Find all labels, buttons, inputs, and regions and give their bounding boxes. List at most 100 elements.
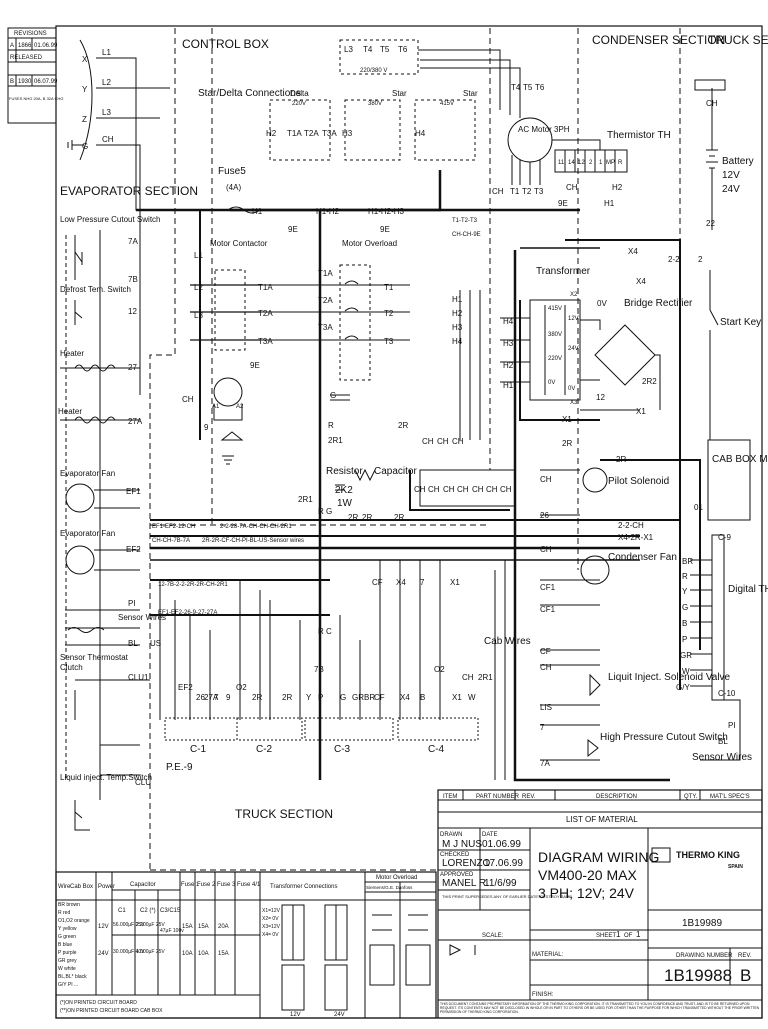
bus-26: 26 [540,511,549,520]
lg-color-8: W white [58,966,76,972]
bus-2r: 2R [398,421,408,430]
tr-415v: 415V [548,306,562,312]
lg-color-7: GR grey [58,958,77,964]
pin-p: P [682,635,687,644]
lg-note-1: (*)ON PRINTED CIRCUIT BOARD [60,1000,137,1006]
lc-27a: 27A [128,417,143,426]
lc-12: 12 [128,307,137,316]
phase-g: G [82,142,88,151]
c1-26: 26 [196,693,205,702]
lg-fuse2: Fuse 2 [197,882,216,888]
lg-fuse1: Fuse 1 [181,882,200,888]
c3-br: BR [364,693,375,702]
c2-2r-a: 2R [252,693,262,702]
lg-color-2: O1,O2 orange [58,918,90,924]
star-volt-1: 380V [368,101,382,107]
sd-t3a: T3A [322,129,337,138]
seven-label: 7 [420,578,425,587]
tb-title-3: 3 PH; 12V; 24V [538,885,635,901]
c3-g: G [340,693,346,702]
lg-fuse3: Fuse 3 [217,882,236,888]
motor-contactor-title: Motor Contactor [210,239,268,248]
lg-color-4: G green [58,934,76,940]
lg-row1-c2: 2.200µF 25V [136,922,165,928]
top-t4: T4 [363,45,373,54]
lc-liquid-inject: Liquid inject. Temp.Switch [60,773,152,782]
tb-list: LIST OF MATERIAL [566,815,638,824]
tb-approved: MANEL R. [442,878,489,889]
c1-27a: 27A [204,693,219,702]
lg-capacitor: Capacitor [130,882,156,888]
bridge-x4: X4 [628,247,638,256]
sd-t1a: T1A [287,129,302,138]
lc-clu1: CLU1 [128,673,149,682]
cab-pl: PI [728,721,736,730]
fuse-rating: (4A) [226,183,241,192]
tb-description: DESCRIPTION [596,794,637,800]
c3-p: P [318,693,323,702]
tr-x1: X1 [636,407,646,416]
th-term-r: R [618,160,623,166]
lg-row2-c1: 30.000µF 40V [113,949,145,955]
tb-drawing-rev: B [740,966,751,985]
bus-h3v: H3 [452,323,463,332]
rc-condenser-fan: Condenser Fan [608,552,677,563]
lg-row2-f3: 15A [218,951,229,957]
th-term-2: 2 [589,160,593,166]
rc-cf: CF [540,647,551,656]
lg-trans-x4: X4= 0V [262,932,279,938]
tb-checked-label: CHECKED [440,852,470,858]
bus-9e-b: 9E [380,225,390,234]
bus-h1v: H1 [452,295,463,304]
c4-x4: X4 [400,693,410,702]
bus-string-4: 2-2-28-7A-CH-CH-CH-2R1 [220,524,292,530]
rev-note: FUSES NHG 20A, B 32A CHG [9,96,63,101]
lg-overload-sub: Siemens/G.E. Danfoss [366,885,413,890]
tr-380v: 380V [548,332,562,338]
coil-a2: A2 [236,404,244,410]
lg-power: Power [98,884,115,890]
tb-material: MATERIAL: [532,952,564,958]
lg-color-6: P purple [58,950,77,956]
coil-a1: A1 [212,404,220,410]
lg-c3: C3/C15 [160,908,181,914]
bridge-2r: 2R [562,439,572,448]
bridge-0v: 0V [597,299,607,308]
mo-in-t2a: T2A [318,296,333,305]
rev-a-date: 01.06.99 [34,43,58,49]
tr-h1: H1 [503,381,514,390]
mo-out-t3: T3 [384,337,394,346]
bus-r: R [328,421,334,430]
pin-r: R [682,572,688,581]
rc-high-pressure: High Pressure Cutout Switch [600,732,728,743]
rc-ch: CH [540,663,552,672]
cab-box-title: CAB BOX M-12B [712,454,768,465]
star-label-2: Star [463,89,478,98]
cf-label: CF [372,578,383,587]
rev-b-code: 1930 [18,79,32,85]
battery-24v: 24V [722,184,740,195]
top-t6: T6 [398,45,408,54]
lg-note-2: (**)ON PRINTED CIRCUIT BOARD CAB BOX [60,1008,163,1014]
phase-y: Y [82,85,88,94]
pe-9: P.E.-9 [166,762,193,773]
star-delta-title: Star/Delta Connections [198,88,301,99]
tb-matl: MAT'L SPEC'S [710,794,750,800]
motor-t5: T5 [523,83,533,92]
lg-row2-c2: 1.000µF 25V [136,949,165,955]
lg-c2: C2 (*) [140,908,156,914]
transformer-title: Transformer [536,266,591,277]
mc-out-t2a: T2A [258,309,273,318]
battery-ch: CH [706,99,718,108]
tb-date-label: DATE [482,832,498,838]
motor-t6: T6 [535,83,545,92]
ch-row-3: CH [443,485,455,494]
lg-row1-f2: 15A [198,924,209,930]
resistor-value: 2K2 [335,485,353,496]
lc-7a: 7A [128,237,138,246]
cab-bl: BL [718,737,728,746]
ch-row-1: CH [414,485,426,494]
lg-color-1: R red [58,910,70,916]
tb-part-number: PART NUMBER [476,794,520,800]
